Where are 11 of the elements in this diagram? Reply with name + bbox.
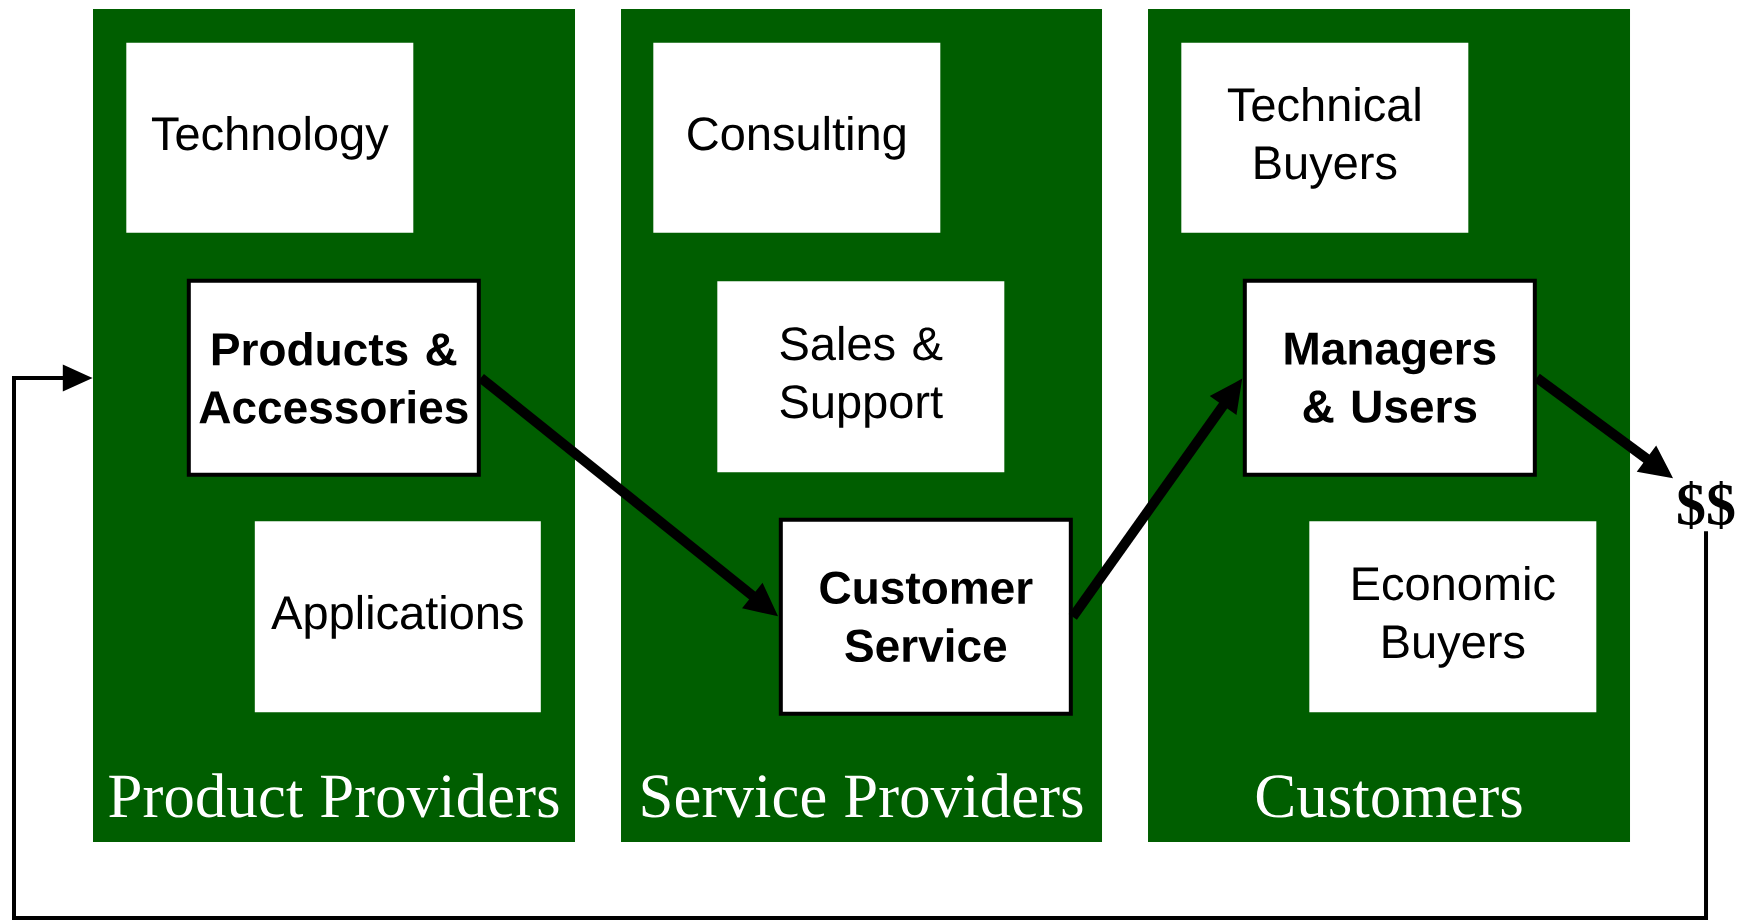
feedback-arrow [12,364,1708,920]
text-box: Consulting [653,42,941,233]
text-box: Economic Buyers [1309,521,1597,713]
money-label: $$ [1678,481,1735,529]
text-box: Applications [254,521,541,713]
text-box: Sales & Support [717,281,1005,473]
text-box: Technical Buyers [1181,42,1469,233]
highlighted-box: Customer Service [778,517,1073,716]
highlighted-box: Products & Accessories [186,278,481,477]
highlighted-box: Managers & Users [1242,278,1537,477]
text-box: Technology [126,42,414,233]
